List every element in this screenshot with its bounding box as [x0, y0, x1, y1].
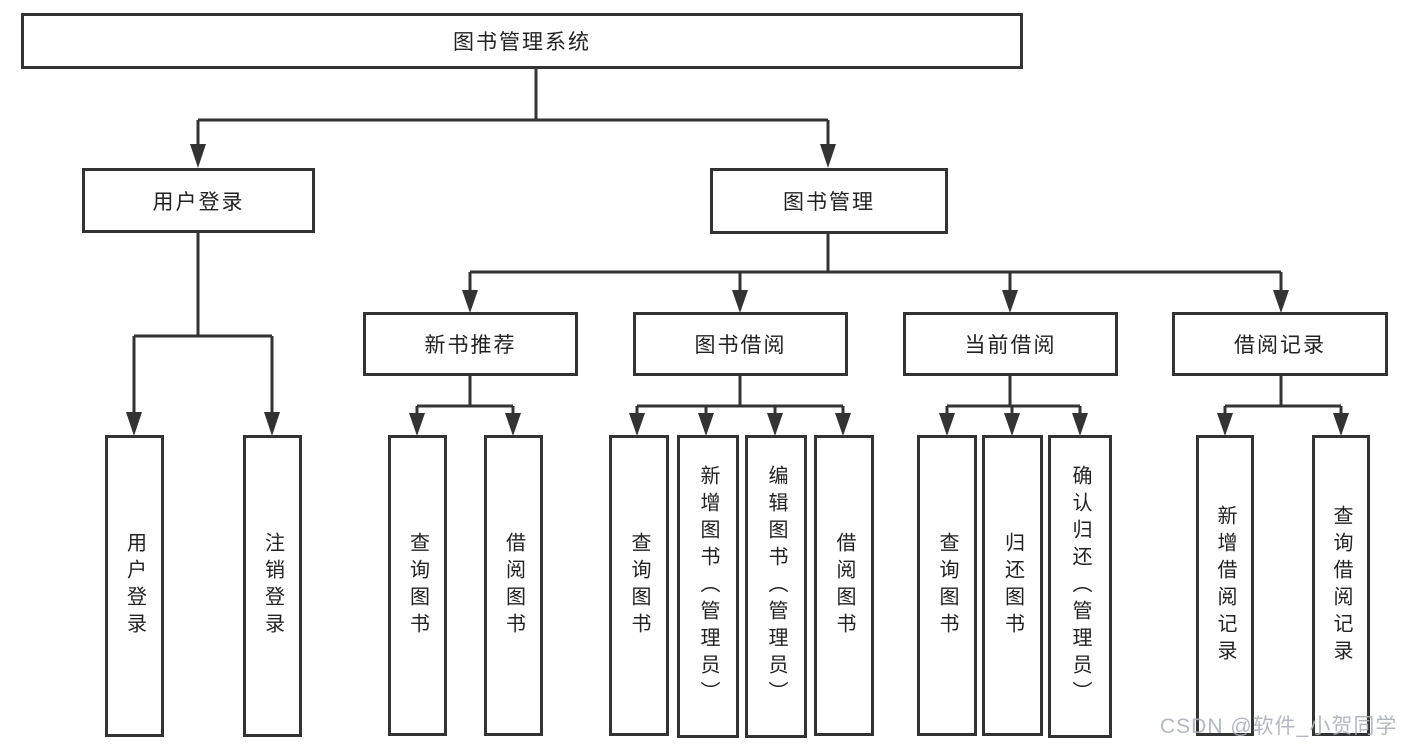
node-query-books-borrow: 查询图书: [609, 435, 669, 736]
node-label: 编辑图书（管理员）: [765, 465, 787, 708]
node-label: 新书推荐: [424, 334, 517, 357]
node-label: 新增借阅记录: [1214, 504, 1236, 667]
node-library-management-system: 图书管理系统: [21, 13, 1023, 69]
node-label: 当前借阅: [964, 334, 1057, 357]
node-new-book-recommendation: 新书推荐: [363, 312, 578, 376]
node-book-borrowing: 图书借阅: [633, 312, 848, 376]
node-label: 查询图书: [936, 531, 958, 640]
node-current-borrowing: 当前借阅: [903, 312, 1118, 376]
node-add-book-admin: 新增图书（管理员）: [677, 435, 739, 738]
node-label: 查询图书: [628, 531, 650, 640]
node-user-login: 用户登录: [105, 435, 164, 737]
node-label: 借阅记录: [1234, 334, 1326, 357]
node-user-login-branch: 用户登录: [82, 168, 315, 233]
node-label: 图书管理: [783, 191, 875, 214]
node-label: 图书借阅: [694, 334, 787, 357]
node-label: 注销登录: [261, 532, 284, 640]
node-label: 图书管理系统: [453, 31, 591, 54]
node-borrow-books: 借阅图书: [814, 435, 874, 736]
node-add-borrow-record: 新增借阅记录: [1196, 435, 1254, 736]
node-label: 归还图书: [1001, 531, 1024, 640]
node-logout: 注销登录: [243, 435, 302, 737]
node-label: 用户登录: [123, 532, 146, 640]
node-label: 查询借阅记录: [1330, 504, 1352, 667]
node-label: 确认归还（管理员）: [1069, 465, 1091, 708]
csdn-watermark: CSDN @软件_小贺同学: [1160, 715, 1398, 738]
node-book-management-branch: 图书管理: [710, 168, 948, 234]
node-borrow-books-recommend: 借阅图书: [484, 435, 543, 736]
node-return-book: 归还图书: [982, 435, 1043, 736]
node-confirm-return-admin: 确认归还（管理员）: [1048, 435, 1112, 738]
node-borrowing-records: 借阅记录: [1172, 312, 1388, 376]
node-query-books-current: 查询图书: [917, 435, 977, 736]
node-label: 借阅图书: [502, 531, 525, 640]
node-label: 用户登录: [152, 190, 245, 214]
node-query-borrow-record: 查询借阅记录: [1312, 435, 1370, 736]
arrowhead-icons: [126, 144, 1349, 436]
node-label: 新增图书（管理员）: [697, 465, 719, 708]
node-query-books-recommend: 查询图书: [388, 435, 447, 736]
node-label: 查询图书: [406, 531, 429, 640]
node-edit-book-admin: 编辑图书（管理员）: [745, 435, 807, 738]
node-label: 借阅图书: [833, 531, 855, 640]
